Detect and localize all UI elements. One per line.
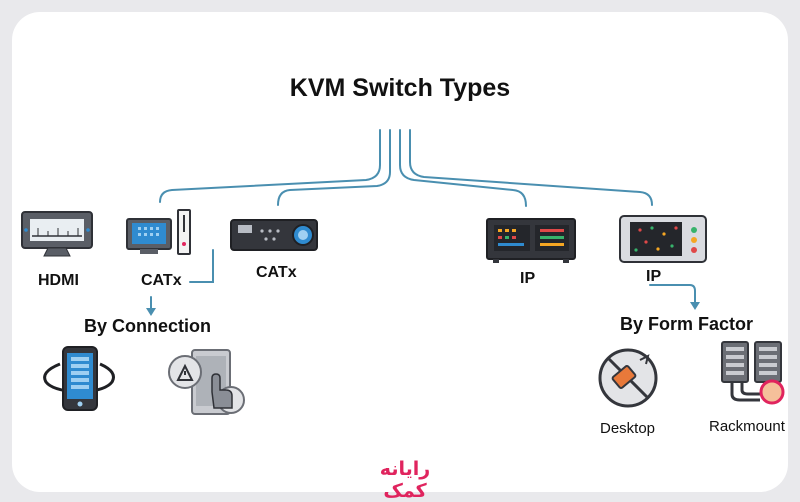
mobile-phone-icon: [43, 346, 115, 411]
control-panel-icon: [619, 215, 707, 263]
brand-logo: رایانه کمک: [379, 458, 431, 502]
arrowheads: [146, 302, 700, 316]
projector-icon: [230, 219, 318, 251]
rackmount-server-icon: [721, 341, 785, 405]
monitor-icon: [21, 211, 93, 257]
connector-lines: [150, 129, 696, 309]
label-desktop: Desktop: [600, 420, 656, 437]
group-label-form-factor: By Form Factor: [620, 314, 754, 334]
label-hdmi: HDMI: [38, 272, 79, 289]
rack-switch-icon: [486, 218, 576, 263]
label-rackmount: Rackmount: [709, 418, 785, 435]
arrow-down-form-factor: [690, 302, 700, 310]
label-ip-panel: IP: [646, 268, 662, 285]
arrow-down-connection: [146, 308, 156, 316]
no-desktop-icon: [598, 348, 658, 408]
label-catx-projector: CATx: [256, 264, 297, 281]
group-label-connection: By Connection: [84, 316, 212, 336]
computer-tower-icon: [126, 209, 191, 255]
diagram-title: KVM Switch Types: [289, 74, 511, 102]
label-ip-rack: IP: [520, 270, 536, 287]
label-catx-computer: CATx: [141, 272, 182, 289]
touch-tablet-icon: [168, 349, 245, 415]
